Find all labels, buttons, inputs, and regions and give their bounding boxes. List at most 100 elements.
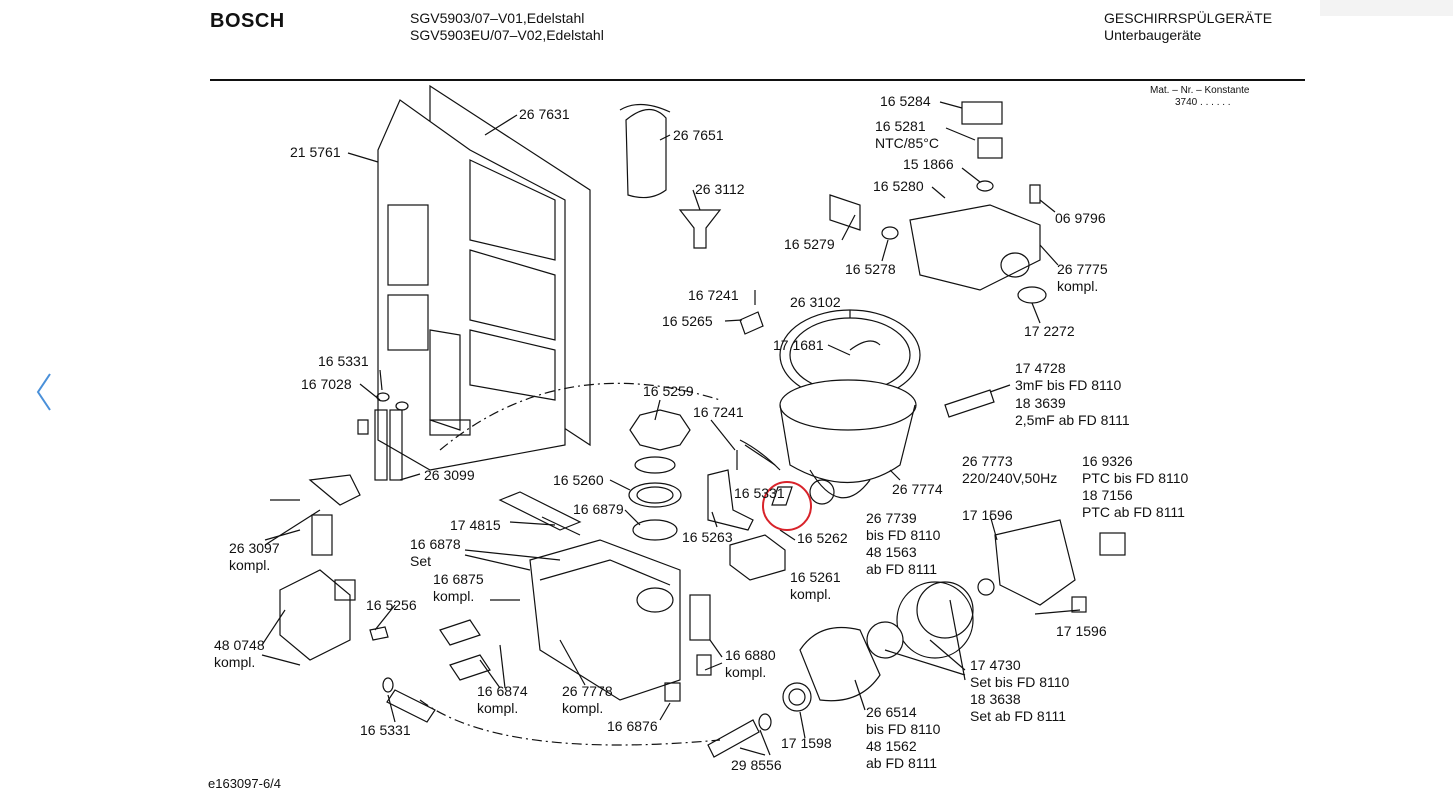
label-165331a: 16 5331 — [318, 353, 369, 369]
sump-housing-part — [779, 309, 921, 505]
header-rule — [210, 79, 1305, 81]
label-165265: 16 5265 — [662, 313, 713, 329]
bottom-hoses — [382, 677, 772, 758]
label-481563: 48 1563 — [866, 544, 917, 560]
label-151866: 15 1866 — [903, 156, 954, 172]
label-069796: 06 9796 — [1055, 210, 1106, 226]
chevron-left-icon — [36, 373, 51, 411]
label-169326: 16 9326 — [1082, 453, 1133, 469]
model-line-1: SGV5903/07–V01,Edelstahl — [410, 10, 585, 26]
label-174815: 17 4815 — [450, 517, 501, 533]
label-volt: 220/240V,50Hz — [962, 470, 1057, 486]
small-parts-mid — [736, 290, 1011, 471]
label-166876: 16 6876 — [607, 718, 658, 734]
label-267739: 26 7739 — [866, 510, 917, 526]
label-165263: 16 5263 — [682, 529, 733, 545]
appliance-category: GESCHIRRSPÜLGERÄTE Unterbaugeräte — [1104, 10, 1272, 44]
previous-page-button[interactable] — [34, 372, 56, 412]
label-174730: 17 4730 — [970, 657, 1021, 673]
label-165256: 16 5256 — [366, 597, 417, 613]
label-set-bis: Set bis FD 8110 — [970, 674, 1070, 690]
label-263097: 26 3097 — [229, 540, 280, 556]
model-numbers: SGV5903/07–V01,Edelstahl SGV5903EU/07–V0… — [410, 10, 604, 44]
label-166874: 16 6874 — [477, 683, 528, 699]
label-ntc: NTC/85°C — [875, 135, 939, 151]
label-267774: 26 7774 — [892, 481, 943, 497]
label-171596a: 17 1596 — [962, 507, 1013, 523]
pump-motor — [782, 519, 1126, 712]
material-number-value: 3740 . . . . . . — [1175, 97, 1231, 108]
label-267651: 26 7651 — [673, 127, 724, 143]
label-165331b: 16 5331 — [734, 485, 785, 501]
label-167241a: 16 7241 — [688, 287, 739, 303]
label-183638: 18 3638 — [970, 691, 1021, 707]
label-215761: 21 5761 — [290, 144, 341, 160]
label-kompl-f: kompl. — [725, 664, 766, 680]
label-166880: 16 6880 — [725, 647, 776, 663]
cap-and-rings — [628, 409, 691, 541]
top-right-fade — [1320, 0, 1453, 16]
category-line-2: Unterbaugeräte — [1104, 27, 1202, 43]
label-263099: 26 3099 — [424, 467, 475, 483]
label-165262: 16 5262 — [797, 530, 848, 546]
label-bis1: bis FD 8110 — [866, 527, 941, 543]
label-166875: 16 6875 — [433, 571, 484, 587]
label-165261: 16 5261 — [790, 569, 841, 585]
water-inlet-valve — [270, 474, 389, 661]
label-298556: 29 8556 — [731, 757, 782, 773]
label-kompl-c: kompl. — [790, 586, 831, 602]
label-kompl-h: kompl. — [562, 700, 603, 716]
label-ptc2: PTC ab FD 8111 — [1082, 504, 1185, 520]
label-kompl-b: kompl. — [229, 557, 270, 573]
label-171596b: 17 1596 — [1056, 623, 1107, 639]
label-263102: 26 3102 — [790, 294, 841, 310]
label-166878: 16 6878 — [410, 536, 461, 552]
label-kompl-e: kompl. — [214, 654, 255, 670]
label-165259: 16 5259 — [643, 383, 694, 399]
label-481562: 48 1562 — [866, 738, 917, 754]
label-267773: 26 7773 — [962, 453, 1013, 469]
label-ptc1: PTC bis FD 8110 — [1082, 470, 1189, 486]
label-165280: 16 5280 — [873, 178, 924, 194]
label-165281: 16 5281 — [875, 118, 926, 134]
dispenser-housing — [439, 491, 712, 702]
label-165279: 16 5279 — [784, 236, 835, 252]
label-172272: 17 2272 — [1024, 323, 1075, 339]
label-ab2: ab FD 8111 — [866, 755, 937, 771]
label-267631: 26 7631 — [519, 106, 570, 122]
label-266514: 26 6514 — [866, 704, 917, 720]
label-187156: 18 7156 — [1082, 487, 1133, 503]
label-cap2: 2,5mF ab FD 8111 — [1015, 412, 1130, 428]
label-165278: 16 5278 — [845, 261, 896, 277]
brand-logo: BOSCH — [210, 10, 285, 32]
category-line-1: GESCHIRRSPÜLGERÄTE — [1104, 10, 1273, 26]
label-167241b: 16 7241 — [693, 404, 744, 420]
label-ab1: ab FD 8111 — [866, 561, 937, 577]
part-labels: 21 5761 26 7631 26 7651 26 3112 16 5284 … — [214, 93, 1189, 773]
label-174728: 17 4728 — [1015, 360, 1066, 376]
highlight-circle — [762, 481, 812, 531]
label-183639: 18 3639 — [1015, 395, 1066, 411]
label-171681: 17 1681 — [773, 337, 824, 353]
funnel-part — [678, 209, 722, 249]
label-bis2: bis FD 8110 — [866, 721, 941, 737]
label-165284: 16 5284 — [880, 93, 931, 109]
drawing-code: e163097-6/4 — [208, 776, 282, 791]
hose-stacks — [357, 392, 409, 481]
label-165260: 16 5260 — [553, 472, 604, 488]
label-480748: 48 0748 — [214, 637, 265, 653]
label-267778: 26 7778 — [562, 683, 613, 699]
label-kompl-a: kompl. — [1057, 278, 1098, 294]
door-panel-part — [377, 84, 591, 471]
brackets — [707, 469, 793, 581]
label-263112: 26 3112 — [695, 181, 745, 197]
jug-part — [619, 103, 671, 199]
label-267775: 26 7775 — [1057, 261, 1108, 277]
label-166879: 16 6879 — [573, 501, 624, 517]
material-number-label: Mat. – Nr. – Konstante — [1150, 85, 1250, 96]
label-171598: 17 1598 — [781, 735, 832, 751]
label-kompl-d: kompl. — [433, 588, 474, 604]
label-cap1: 3mF bis FD 8110 — [1015, 377, 1122, 393]
model-line-2: SGV5903EU/07–V02,Edelstahl — [410, 27, 604, 43]
